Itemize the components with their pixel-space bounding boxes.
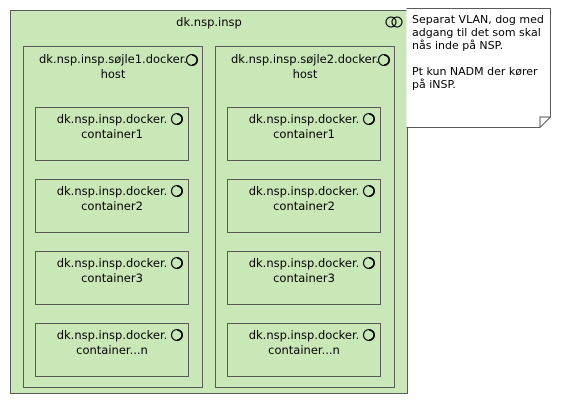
host-node-1-label-line2: host [100,67,126,81]
container-label-line2: container...n [76,343,148,357]
ring-icon [170,184,184,198]
host-node-2-label-line1: dk.nsp.insp.søjle2.docker. [230,52,380,66]
ring-icon [362,328,376,342]
container-label-line1: dk.nsp.insp.docker. [248,184,360,198]
container-label-line2: container...n [268,343,340,357]
container-label-line1: dk.nsp.insp.docker. [248,256,360,270]
ring-icon [170,328,184,342]
container-label-line1: dk.nsp.insp.docker. [248,112,360,126]
container-node-1-3: dk.nsp.insp.docker. container3 [35,251,189,305]
service-icon [385,16,403,28]
container-label-line2: container1 [273,127,335,141]
note-text: Separat VLAN, dog med adgang til det som… [412,13,550,104]
ring-icon [170,256,184,270]
host-node-1-label-line1: dk.nsp.insp.søjle1.docker. [38,52,188,66]
ring-icon [170,112,184,126]
container-label-line1: dk.nsp.insp.docker. [56,184,168,198]
container-label-line1: dk.nsp.insp.docker. [56,112,168,126]
container-node-2-3: dk.nsp.insp.docker. container3 [227,251,381,305]
note-shape [406,8,551,128]
container-label-line1: dk.nsp.insp.docker. [56,328,168,342]
container-node-2-1: dk.nsp.insp.docker. container1 [227,107,381,161]
container-node-1-2: dk.nsp.insp.docker. container2 [35,179,189,233]
ring-icon [362,184,376,198]
host-node-2-label-line2: host [292,67,318,81]
host-node-1: dk.nsp.insp.søjle1.docker. host dk.nsp.i… [23,46,203,388]
note-paragraph-2: Pt kun NADM der kører på iNSP. [412,65,538,91]
container-node-1-1: dk.nsp.insp.docker. container1 [35,107,189,161]
ring-icon [377,53,391,67]
container-node-2-4: dk.nsp.insp.docker. container...n [227,323,381,377]
ring-icon [362,256,376,270]
host-node-2: dk.nsp.insp.søjle2.docker. host dk.nsp.i… [215,46,395,388]
ring-icon [185,53,199,67]
container-node-1-4: dk.nsp.insp.docker. container...n [35,323,189,377]
container-label-line2: container3 [273,271,335,285]
container-node-2-2: dk.nsp.insp.docker. container2 [227,179,381,233]
container-label-line1: dk.nsp.insp.docker. [56,256,168,270]
container-label-line1: dk.nsp.insp.docker. [248,328,360,342]
note: Separat VLAN, dog med adgang til det som… [406,8,551,128]
outer-node-label: dk.nsp.insp [176,15,242,29]
container-label-line2: container1 [81,127,143,141]
container-label-line2: container2 [81,199,143,213]
ring-icon [362,112,376,126]
outer-node: dk.nsp.insp dk.nsp.insp.søjle1.docker. h… [10,10,408,394]
note-paragraph-1: Separat VLAN, dog med adgang til det som… [412,13,544,52]
container-label-line2: container2 [273,199,335,213]
container-label-line2: container3 [81,271,143,285]
